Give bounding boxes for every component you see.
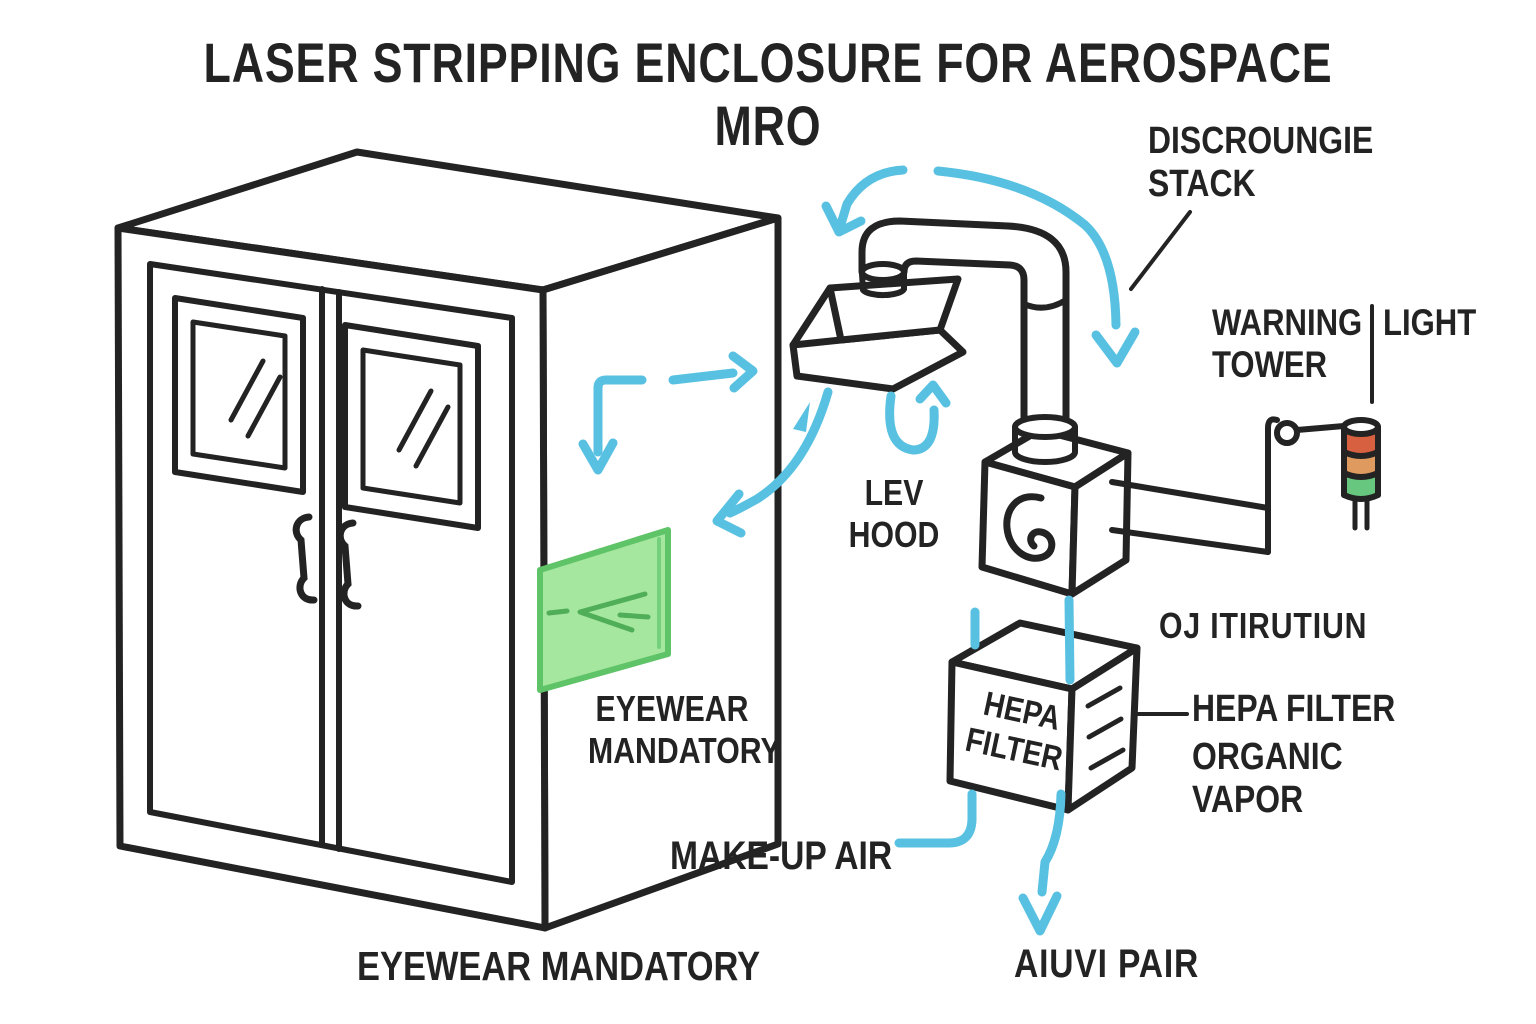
arrowhead-down (578, 438, 618, 475)
hepa-vent-line (1085, 685, 1123, 709)
enclosure-cabinet (114, 148, 782, 932)
right-window-glare (396, 388, 434, 453)
arrowhead-left (712, 489, 746, 538)
label-eyewear-mandatory-bottom: EYEWEAR MANDATORY (357, 943, 761, 989)
door-windows (172, 295, 481, 531)
right-door-handle (336, 519, 362, 610)
green-sign-arrow-glyph (577, 591, 648, 633)
label-warning: WARNING (1212, 302, 1363, 343)
right-window-glare (413, 404, 451, 469)
arrowhead-down (1018, 891, 1062, 936)
makeup-air-line (894, 789, 977, 848)
discharge-stack-duct (858, 217, 1070, 430)
inflow-l-arrow (593, 375, 647, 457)
tower-green-segment (1344, 473, 1378, 499)
hepa-filter-box (946, 619, 1141, 814)
leader-lines (1129, 210, 1374, 716)
lev-hood (789, 261, 967, 393)
label-discharge-stack: DISCROUNGIE STACK (1148, 120, 1374, 205)
label-lev-hood: LEV HOOD (848, 472, 940, 556)
fan-box (978, 414, 1132, 598)
duct-seam-ring (1021, 297, 1069, 311)
door-handles (292, 513, 362, 610)
duct-pipe (858, 217, 1070, 430)
side-duct-and-bracket (1109, 416, 1347, 555)
hepa-vent-line (1086, 716, 1124, 740)
capture-curve (725, 387, 833, 518)
fan-box-right-face (1068, 449, 1132, 598)
stack-leader (1129, 210, 1192, 291)
flow-arc-right (933, 166, 1121, 330)
tower-orange-segment (1344, 452, 1378, 477)
hepa-in-right (1064, 595, 1075, 685)
arrowhead-down (1091, 327, 1140, 368)
fan-icon (1003, 493, 1056, 562)
label-distribution: OJ ITIRUTIUN (1159, 605, 1368, 646)
left-window-glare (245, 374, 283, 439)
label-hepa-filter-callout: HEPA FILTER (1192, 688, 1396, 730)
hepa-vent-line (1088, 747, 1126, 771)
flow-arc-left (836, 165, 908, 229)
bracket-loop (1274, 420, 1300, 446)
fan-box-front-face (978, 458, 1079, 598)
green-sign (537, 527, 671, 693)
left-door-handle (292, 513, 318, 604)
left-window-glare (228, 358, 266, 423)
bracket-arm (1265, 416, 1280, 555)
door-frame (147, 261, 515, 885)
toward-hood-arrow (668, 368, 738, 385)
arrowhead-right (728, 351, 758, 393)
small-arrowhead (793, 402, 810, 432)
airflow-arrows (578, 165, 1140, 936)
label-makeup-air: MAKE-UP AIR (670, 834, 893, 878)
recirc-arrow (885, 391, 939, 455)
label-organic-vapor: ORGANIC VAPOR (1192, 736, 1343, 821)
tower-top-cap (1341, 417, 1381, 437)
diagram-title: LASER STRIPPING ENCLOSURE FOR AEROSPACE … (203, 31, 1333, 157)
arrowhead-down-left (821, 201, 866, 237)
warning-light-tower (1341, 417, 1381, 531)
left-window-glass (190, 319, 288, 471)
label-air-out: AIUVI PAIR (1014, 942, 1200, 986)
arrowhead-up (915, 380, 951, 408)
hood-top-face (826, 275, 962, 344)
label-eyewear-mandatory-side: EYEWEAR MANDATORY (588, 688, 781, 771)
air-out-line (1037, 789, 1066, 897)
collar-joint (1012, 414, 1078, 440)
green-sign-panel (537, 527, 671, 693)
hood-stub-joint (859, 261, 907, 283)
label-light: LIGHT (1383, 302, 1477, 343)
label-tower: TOWER (1212, 344, 1328, 385)
